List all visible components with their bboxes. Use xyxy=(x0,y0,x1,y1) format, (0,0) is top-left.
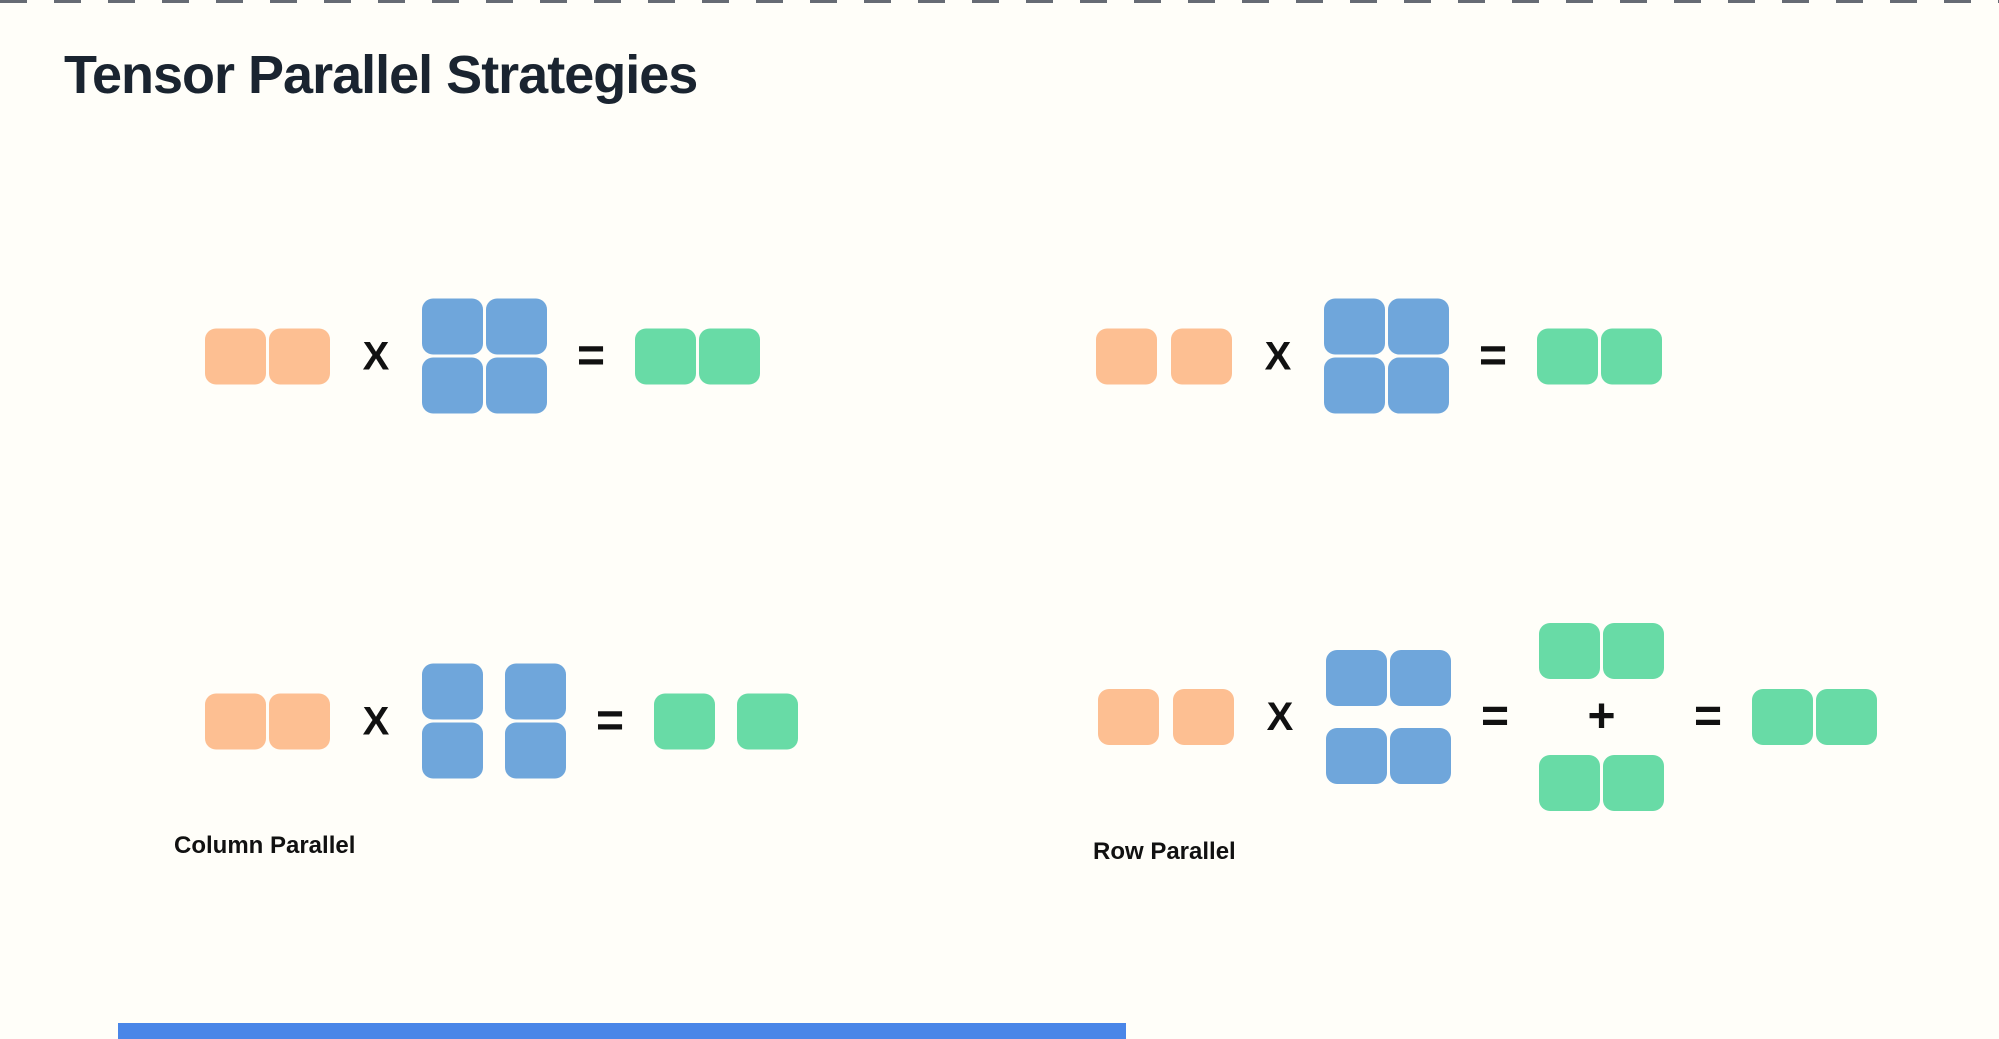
weight-matrix-row-split xyxy=(1326,650,1451,784)
green-matrix-cell xyxy=(1752,689,1813,745)
input-row-vector xyxy=(1096,328,1232,384)
blue-matrix-cell xyxy=(1388,298,1449,355)
equals-operator: = xyxy=(1480,690,1510,743)
equals-operator: = xyxy=(1693,690,1723,743)
orange-matrix-cell xyxy=(1173,689,1234,745)
output-column-shards xyxy=(654,693,798,749)
blue-matrix-cell xyxy=(1326,728,1387,784)
page-title: Tensor Parallel Strategies xyxy=(64,45,698,105)
green-matrix-cell xyxy=(737,693,798,749)
plus-operator: + xyxy=(1587,690,1616,743)
bottom-partial-bar xyxy=(118,1023,1126,1039)
input-row-vector xyxy=(205,693,330,749)
weight-matrix xyxy=(422,298,547,414)
blue-matrix-cell xyxy=(1390,728,1451,784)
input-row-vector xyxy=(205,328,330,384)
column-parallel-label: Column Parallel xyxy=(174,832,356,859)
blue-matrix-cell xyxy=(422,298,483,355)
blue-matrix-cell xyxy=(422,722,483,779)
green-matrix-cell xyxy=(1539,755,1600,811)
diagram-full-matmul-1: X= xyxy=(205,298,760,414)
multiply-operator: X xyxy=(1266,695,1294,739)
diagram-full-matmul-2: X= xyxy=(1096,298,1662,414)
blue-matrix-cell xyxy=(1390,650,1451,706)
orange-matrix-cell xyxy=(269,693,330,749)
green-matrix-cell xyxy=(635,328,696,384)
final-output-row-vector xyxy=(1752,689,1877,745)
weight-matrix-column-split xyxy=(422,663,566,779)
blue-matrix-cell xyxy=(486,357,547,414)
partial-output-2 xyxy=(1539,755,1664,811)
green-matrix-cell xyxy=(1603,623,1664,679)
weight-matrix xyxy=(1324,298,1449,414)
partial-sum-stack: + xyxy=(1539,623,1664,811)
equals-operator: = xyxy=(595,694,625,747)
output-row-vector xyxy=(635,328,760,384)
row-parallel-label: Row Parallel xyxy=(1093,838,1236,865)
multiply-operator: X xyxy=(1264,334,1292,378)
multiply-operator: X xyxy=(362,334,390,378)
top-edge-pattern xyxy=(0,0,1999,3)
partial-output-1 xyxy=(1539,623,1664,679)
orange-matrix-cell xyxy=(205,328,266,384)
green-matrix-cell xyxy=(1816,689,1877,745)
orange-matrix-cell xyxy=(1171,328,1232,384)
green-matrix-cell xyxy=(1603,755,1664,811)
diagram-row-parallel: X = + = xyxy=(1098,623,1877,811)
orange-matrix-cell xyxy=(1096,328,1157,384)
green-matrix-cell xyxy=(1601,328,1662,384)
equals-operator: = xyxy=(576,329,606,382)
green-matrix-cell xyxy=(1539,623,1600,679)
orange-matrix-cell xyxy=(269,328,330,384)
orange-matrix-cell xyxy=(205,693,266,749)
output-row-vector xyxy=(1537,328,1662,384)
input-row-vector xyxy=(1098,689,1234,745)
multiply-operator: X xyxy=(362,699,390,743)
blue-matrix-cell xyxy=(505,722,566,779)
blue-matrix-cell xyxy=(1324,357,1385,414)
blue-matrix-cell xyxy=(1326,650,1387,706)
green-matrix-cell xyxy=(1537,328,1598,384)
diagram-column-parallel: X= xyxy=(205,663,798,779)
blue-matrix-cell xyxy=(505,663,566,720)
blue-matrix-cell xyxy=(422,357,483,414)
blue-matrix-cell xyxy=(486,298,547,355)
orange-matrix-cell xyxy=(1098,689,1159,745)
blue-matrix-cell xyxy=(1324,298,1385,355)
equals-operator: = xyxy=(1478,329,1508,382)
blue-matrix-cell xyxy=(422,663,483,720)
green-matrix-cell xyxy=(654,693,715,749)
green-matrix-cell xyxy=(699,328,760,384)
blue-matrix-cell xyxy=(1388,357,1449,414)
